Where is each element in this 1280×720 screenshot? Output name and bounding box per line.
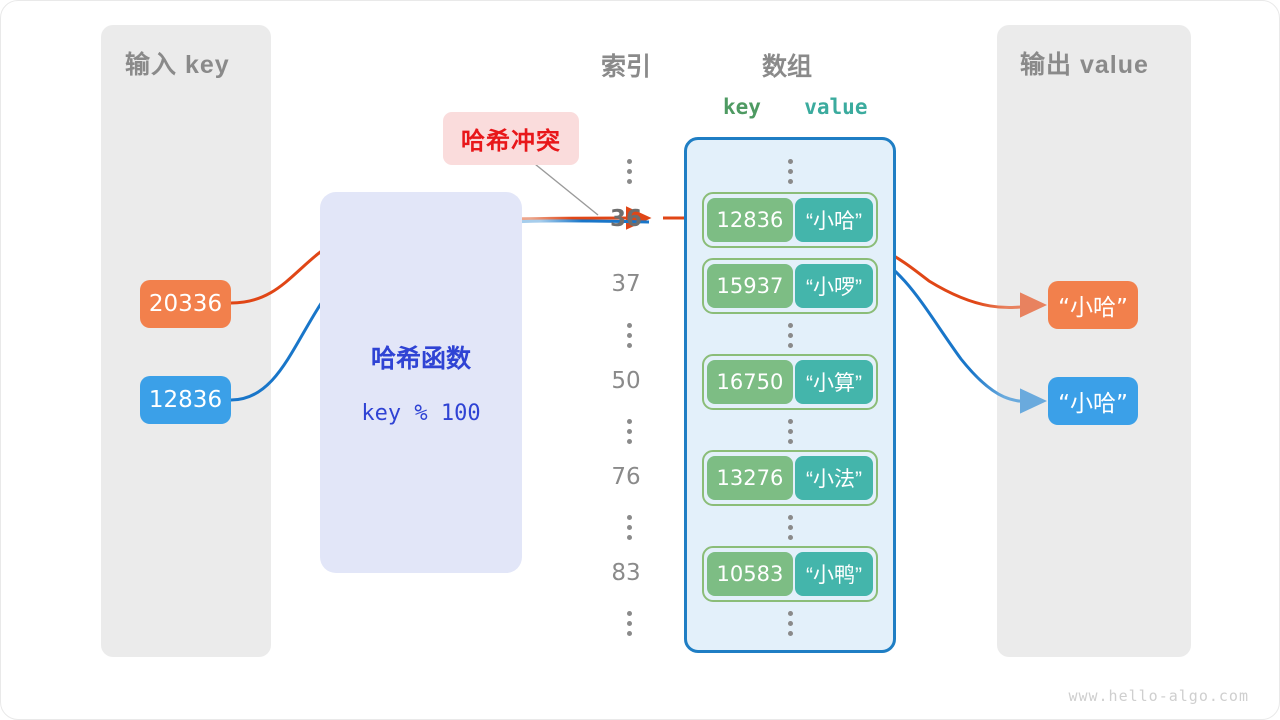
input-key-chip-0: 20336 — [140, 280, 231, 328]
entry-key-36: 12836 — [707, 198, 793, 242]
input-key-panel — [101, 25, 271, 657]
index-label-50: 50 — [611, 368, 641, 394]
hash-function-expression: key % 100 — [361, 401, 481, 426]
index-label-37: 37 — [611, 271, 641, 297]
entry-key-50: 16750 — [707, 360, 793, 404]
key-subheader-label: key — [723, 95, 761, 119]
array-entry-50: 16750 “小算” — [702, 354, 878, 410]
array-ellipsis-4 — [780, 611, 800, 636]
output-value-panel-title: 输出 value — [1020, 51, 1149, 79]
index-ellipsis-2 — [619, 419, 639, 444]
index-label-36: 36 — [609, 206, 642, 232]
site-watermark: www.hello-algo.com — [1068, 687, 1249, 705]
index-label-76: 76 — [611, 464, 641, 490]
input-key-panel-title: 输入 key — [125, 51, 230, 79]
entry-value-76: “小法” — [794, 456, 873, 500]
index-ellipsis-4 — [619, 611, 639, 636]
entry-key-37: 15937 — [707, 264, 793, 308]
index-column-header: 索引 — [601, 53, 652, 81]
index-ellipsis-0 — [619, 159, 639, 184]
array-ellipsis-0 — [780, 159, 800, 184]
value-subheader-label: value — [804, 95, 868, 119]
hash-function-title: 哈希函数 — [370, 345, 471, 373]
array-ellipsis-1 — [780, 323, 800, 348]
index-ellipsis-3 — [619, 515, 639, 540]
entry-key-83: 10583 — [707, 552, 793, 596]
collision-leader-line — [529, 159, 599, 216]
index-ellipsis-1 — [619, 323, 639, 348]
array-ellipsis-2 — [780, 419, 800, 444]
entry-value-37: “小啰” — [794, 264, 873, 308]
array-entry-37: 15937 “小啰” — [702, 258, 878, 314]
output-value-panel — [997, 25, 1191, 657]
array-entry-76: 13276 “小法” — [702, 450, 878, 506]
entry-value-36: “小哈” — [794, 198, 873, 242]
entry-key-76: 13276 — [707, 456, 793, 500]
key-value-subheader: key value — [723, 95, 867, 119]
entry-value-50: “小算” — [794, 360, 873, 404]
array-entry-36: 12836 “小哈” — [702, 192, 878, 248]
output-value-chip-1: “小哈” — [1048, 377, 1138, 425]
array-column-header: 数组 — [762, 53, 813, 81]
hash-function-box: 哈希函数 key % 100 — [320, 192, 522, 573]
array-ellipsis-3 — [780, 515, 800, 540]
index-label-83: 83 — [611, 560, 641, 586]
entry-value-83: “小鸭” — [794, 552, 873, 596]
hash-collision-callout: 哈希冲突 — [443, 112, 579, 165]
output-value-chip-0: “小哈” — [1048, 281, 1138, 329]
input-key-chip-1: 12836 — [140, 376, 231, 424]
array-entry-83: 10583 “小鸭” — [702, 546, 878, 602]
